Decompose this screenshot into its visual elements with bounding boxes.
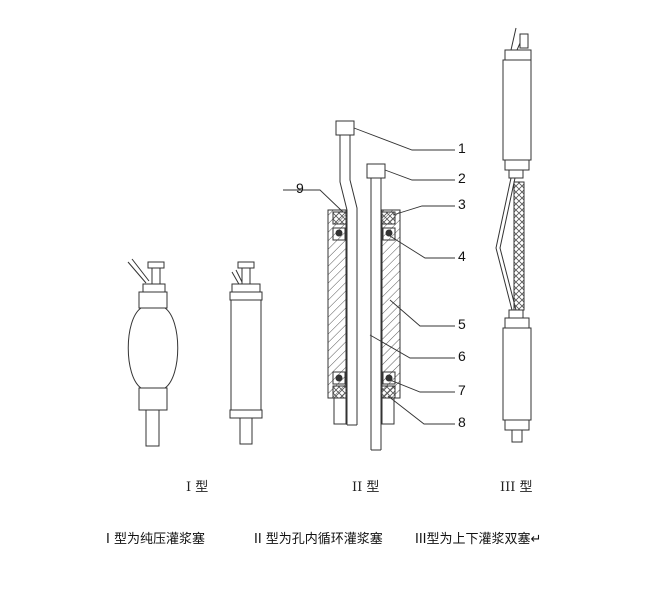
leader-4	[389, 235, 455, 259]
top-seal-left	[332, 211, 348, 225]
type1-top-block	[138, 291, 168, 309]
body-left-wall	[327, 209, 347, 399]
type3-lower-neck	[508, 309, 524, 319]
type1b-ring-bottom	[229, 409, 263, 419]
leader-2	[384, 169, 455, 181]
part-number-7: 7	[458, 382, 466, 398]
type1b-tail-pipe	[239, 417, 253, 445]
bottom-lug-left	[333, 397, 347, 425]
part-number-4: 4	[458, 248, 466, 264]
type1-tail-pipe	[145, 409, 160, 447]
part-number-5: 5	[458, 316, 466, 332]
type3-lower-ring	[504, 317, 530, 329]
type3-label: III 型	[500, 480, 533, 495]
type1-bladder	[127, 307, 179, 389]
type3-hose-a	[510, 27, 517, 51]
pipe1-right-wall	[349, 135, 358, 425]
type1-cap	[147, 261, 165, 269]
top-groove-right	[382, 227, 396, 241]
leader-lines	[283, 127, 455, 425]
top-groove-left	[332, 227, 346, 241]
pipe1-left-wall	[339, 135, 348, 425]
type1b-packer	[229, 261, 263, 445]
leader-8	[387, 395, 455, 425]
type3-top-cap	[519, 33, 529, 49]
top-o-ring-left	[335, 229, 343, 237]
part-number-9: 9	[296, 180, 304, 196]
type3-top-collar	[504, 49, 532, 61]
part-number-2: 2	[458, 170, 466, 186]
type1-hose-a	[127, 261, 147, 284]
bottom-o-ring-left	[335, 374, 343, 382]
type3-bypass-pipe-a	[495, 177, 513, 311]
bottom-groove-left	[332, 371, 346, 385]
type3-bottom-tip	[511, 429, 523, 443]
type2-packer	[327, 120, 401, 451]
type1b-body	[230, 299, 262, 411]
type3-upper-body	[502, 59, 532, 161]
part-number-3: 3	[458, 196, 466, 212]
body-right-wall	[381, 209, 401, 399]
type1-packer	[127, 258, 179, 447]
leader-3	[392, 205, 455, 216]
type1-bottom-block	[138, 387, 168, 411]
type1b-cap	[237, 261, 255, 269]
pipe2-cap	[366, 163, 386, 179]
caption-type1: I 型为纯压灌浆塞	[106, 532, 205, 547]
type1-collar	[142, 283, 166, 293]
bottom-lug-right	[381, 397, 395, 425]
pipe1-cap	[335, 120, 355, 136]
bottom-groove-right	[382, 371, 396, 385]
type3-packer	[495, 27, 532, 443]
leader-1	[353, 127, 455, 151]
leader-7	[389, 379, 455, 393]
leader-9	[283, 189, 344, 213]
part-number-1: 1	[458, 140, 466, 156]
type3-middle-hose	[513, 181, 525, 311]
bottom-seal-left	[332, 385, 348, 399]
type2-label: II 型	[352, 480, 380, 495]
type3-upper-neck	[508, 169, 524, 179]
type1b-ring-top	[229, 291, 263, 301]
type3-upper-ring	[504, 159, 530, 171]
part-number-6: 6	[458, 348, 466, 364]
type3-bypass-pipe-b	[499, 177, 517, 311]
type3-lower-body	[502, 327, 532, 421]
top-seal-right	[380, 211, 396, 225]
type1-label: I 型	[186, 480, 209, 495]
type1b-stem	[241, 267, 251, 285]
caption-type3: III型为上下灌浆双塞↵	[415, 532, 542, 547]
leader-6	[369, 334, 455, 359]
top-o-ring-right	[385, 229, 393, 237]
leader-5	[389, 299, 455, 327]
type1b-collar	[231, 283, 261, 293]
caption-type2: II 型为孔内循环灌浆塞	[254, 532, 383, 547]
part-number-8: 8	[458, 414, 466, 430]
type1-hose-b	[131, 258, 150, 282]
bottom-o-ring-right	[385, 374, 393, 382]
type1-stem	[151, 267, 161, 285]
type3-bottom-collar	[504, 419, 530, 431]
